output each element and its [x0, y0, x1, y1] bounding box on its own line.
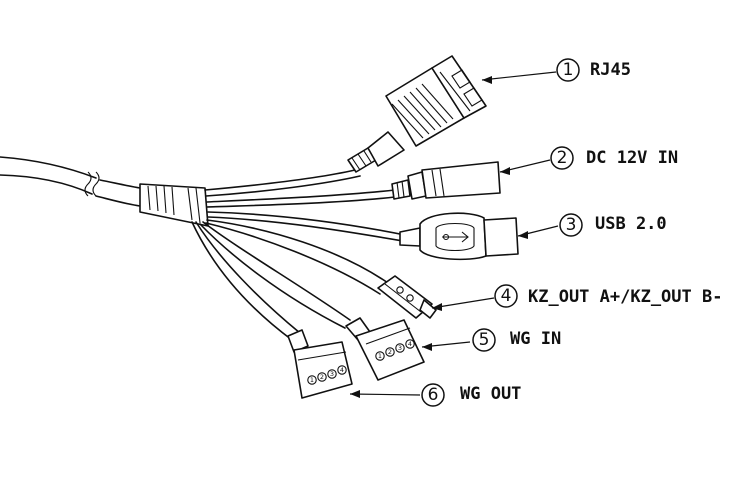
svg-text:3: 3	[330, 370, 334, 378]
callout-6: 6 WG OUT	[421, 383, 521, 407]
svg-text:1: 1	[378, 352, 382, 360]
rj45-connector	[347, 55, 487, 173]
svg-text:2: 2	[320, 373, 324, 381]
callout-label-kz-out: KZ_OUT A+/KZ_OUT B-	[528, 287, 722, 307]
callout-number: 1	[563, 60, 574, 80]
svg-text:1: 1	[310, 376, 314, 384]
fanout-wires	[191, 169, 406, 341]
callout-number: 5	[479, 330, 490, 350]
svg-text:4: 4	[340, 366, 344, 374]
callout-number: 6	[428, 385, 439, 405]
svg-text:3: 3	[398, 344, 402, 352]
callout-4: 4 KZ_OUT A+/KZ_OUT B-	[494, 284, 722, 308]
main-cable	[0, 156, 141, 207]
callout-number: 4	[501, 286, 512, 306]
wg-out-terminal: 1 2 3 4	[287, 329, 353, 399]
callout-label-wg-in: WG IN	[510, 329, 561, 349]
wg-out-pins: 1 2 3 4	[307, 365, 347, 385]
callout-2: 2 DC 12V IN	[550, 146, 678, 170]
leader-lines	[349, 71, 559, 398]
callout-number: 2	[557, 148, 568, 168]
callout-1: 1 RJ45	[556, 58, 631, 82]
callout-5: 5 WG IN	[472, 328, 561, 352]
svg-text:2: 2	[388, 348, 392, 356]
kz-out-terminal	[377, 275, 437, 319]
callout-label-rj45: RJ45	[590, 60, 631, 80]
cable-boot	[139, 183, 209, 227]
wg-in-pins: 1 2 3 4	[375, 339, 415, 361]
wg-in-terminal: 1 2 3 4	[345, 317, 425, 381]
callout-label-wg-out: WG OUT	[460, 384, 521, 404]
svg-text:4: 4	[408, 340, 412, 348]
usb-connector	[399, 212, 519, 261]
dc-12v-jack	[391, 161, 501, 200]
callout-label-dc-12v-in: DC 12V IN	[586, 148, 678, 168]
callout-3: 3 USB 2.0	[559, 213, 667, 237]
callout-label-usb: USB 2.0	[595, 214, 667, 234]
callout-number: 3	[566, 215, 577, 235]
